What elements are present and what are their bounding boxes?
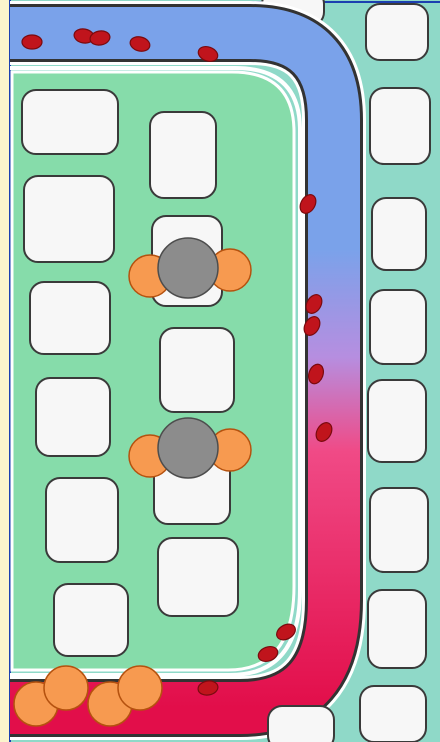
- oxygen-atom-icon: [44, 666, 88, 710]
- tissue-cell-tile: [150, 112, 216, 198]
- tissue-cell-tile: [158, 538, 238, 616]
- tissue-cell-tile: [370, 290, 426, 364]
- tissue-cell-tile: [372, 198, 426, 270]
- tissue-cell-tile: [54, 584, 128, 656]
- tissue-cell-tile: [36, 378, 110, 456]
- oxygen-atom-piece[interactable]: [44, 666, 88, 710]
- co2-molecule-icon: [158, 418, 218, 478]
- tissue-cell-tile: [46, 478, 118, 562]
- tissue-cell-tile: [30, 282, 110, 354]
- tissue-cell-tile: [368, 380, 426, 462]
- tissue-cell-tile: [360, 686, 426, 742]
- tissue-cell-tile: [268, 706, 334, 742]
- tissue-cell-tile: [24, 176, 114, 262]
- tissue-cell-tile: [370, 488, 428, 572]
- tissue-cell-tile: [22, 90, 118, 154]
- co2-molecule-icon: [158, 238, 218, 298]
- tissue-cell-tile: [370, 88, 430, 164]
- oxygen-atom-icon: [118, 666, 162, 710]
- tissue-cell-tile: [368, 590, 426, 668]
- oxygen-atom-piece[interactable]: [118, 666, 162, 710]
- tissue-cell-tile: [160, 328, 234, 412]
- tissue-cell-tile: [366, 4, 428, 60]
- red-blood-cell-icon: [22, 35, 42, 49]
